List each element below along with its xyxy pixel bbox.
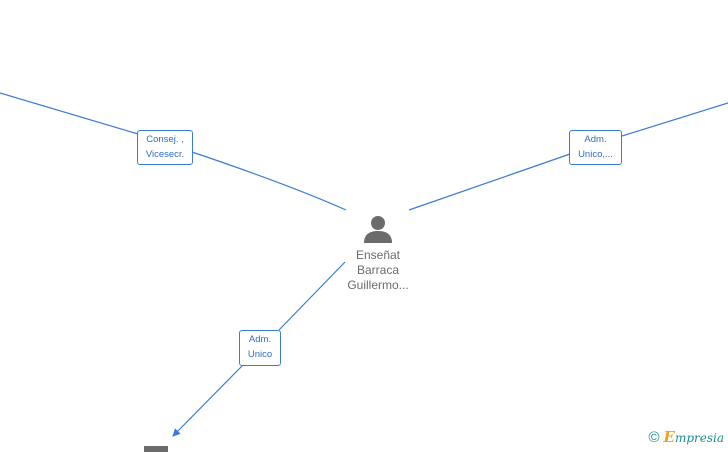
person-name-line-1: Enseñat bbox=[355, 248, 401, 262]
edge-label-left[interactable]: Consej. , Vicesecr. bbox=[137, 130, 193, 165]
edge-left[interactable] bbox=[0, 92, 347, 211]
copyright-symbol: © bbox=[648, 428, 660, 446]
brand-logo: Empresia bbox=[664, 428, 725, 446]
brand-rest: mpresia bbox=[674, 431, 724, 445]
person-icon bbox=[364, 216, 392, 243]
person-name-line-3: Guillermo... bbox=[347, 278, 409, 292]
company-icon[interactable] bbox=[144, 446, 168, 452]
person-node[interactable]: Enseñat Barraca Guillermo... bbox=[328, 214, 428, 293]
watermark: © Empresia bbox=[648, 428, 724, 446]
edge-label-right-line-2: Unico,... bbox=[578, 149, 613, 160]
edge-label-right[interactable]: Adm. Unico,... bbox=[569, 130, 622, 165]
edge-label-bottom-line-2: Unico bbox=[247, 349, 273, 360]
brand-initial: E bbox=[663, 428, 675, 446]
edge-label-bottom-line-1: Adm. bbox=[248, 334, 272, 345]
edge-label-left-line-2: Vicesecr. bbox=[145, 149, 185, 160]
edge-label-right-line-1: Adm. bbox=[584, 134, 607, 145]
edge-right[interactable] bbox=[408, 102, 728, 211]
edge-label-left-line-1: Consej. , bbox=[146, 134, 184, 145]
person-name-line-2: Barraca bbox=[356, 263, 400, 277]
edge-bottom[interactable] bbox=[173, 261, 346, 436]
edge-label-bottom[interactable]: Adm. Unico bbox=[239, 330, 281, 366]
